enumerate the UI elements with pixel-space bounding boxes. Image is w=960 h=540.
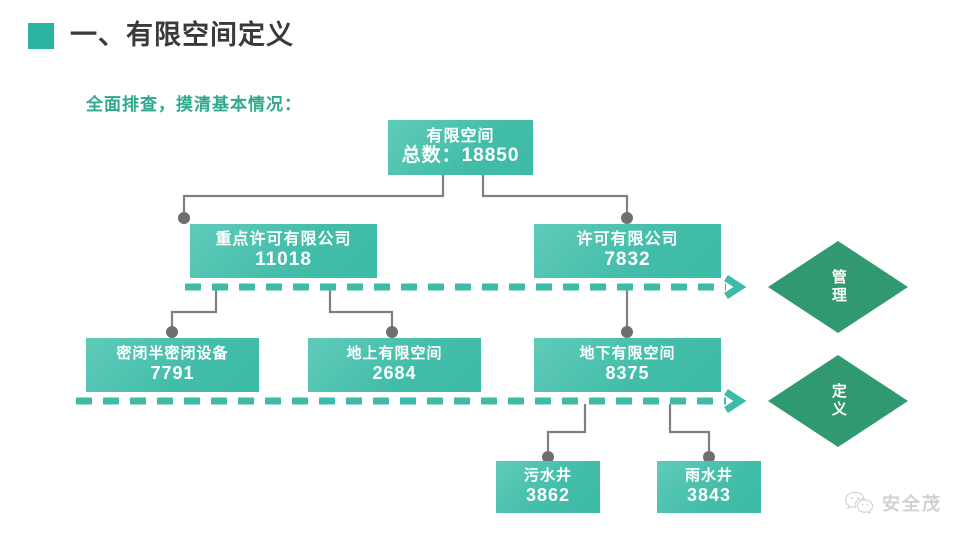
node-sewage-well-value: 3862 [525,484,571,505]
wechat-icon [844,490,874,516]
node-above-ground-label: 地上有限空间 [346,345,443,363]
node-sewage-well[interactable]: 污水井 3862 [496,461,600,513]
node-sewage-well-label: 污水井 [523,467,572,485]
page-title-text: 一、有限空间定义 [70,20,294,50]
title-bullet-square [28,22,54,49]
node-permit-value: 7832 [604,248,651,270]
subtitle-text: 全面排查，摸清基本情况： [86,95,302,114]
diamond-management-label: 管理 [829,269,847,305]
node-above-ground[interactable]: 地上有限空间 2684 [308,338,481,392]
node-root[interactable]: 有限空间 总数：18850 [388,120,533,175]
watermark: 安全茂 [844,490,942,516]
node-permit-label: 许可有限公司 [576,231,679,249]
node-root-value: 总数：18850 [401,145,520,167]
node-sealed-equipment[interactable]: 密闭半密闭设备 7791 [86,338,259,392]
node-key-permit-label: 重点许可有限公司 [215,231,352,249]
node-above-ground-value: 2684 [372,362,417,383]
node-rain-well-label: 雨水井 [684,467,733,485]
node-rain-well-value: 3843 [686,484,732,505]
node-key-permit-value: 11018 [255,248,312,270]
node-sealed-equipment-label: 密闭半密闭设备 [116,345,229,363]
node-rain-well[interactable]: 雨水井 3843 [657,461,761,513]
node-below-ground-value: 8375 [605,362,650,383]
watermark-text: 安全茂 [882,494,942,514]
diamond-definition-label: 定义 [829,383,847,419]
node-below-ground-label: 地下有限空间 [579,345,676,363]
page-title: 一、有限空间定义 [28,22,294,49]
node-sealed-equipment-value: 7791 [150,362,195,383]
node-below-ground[interactable]: 地下有限空间 8375 [534,338,721,392]
node-key-permit[interactable]: 重点许可有限公司 11018 [190,224,377,278]
node-root-label: 有限空间 [426,127,495,145]
node-permit[interactable]: 许可有限公司 7832 [534,224,721,278]
